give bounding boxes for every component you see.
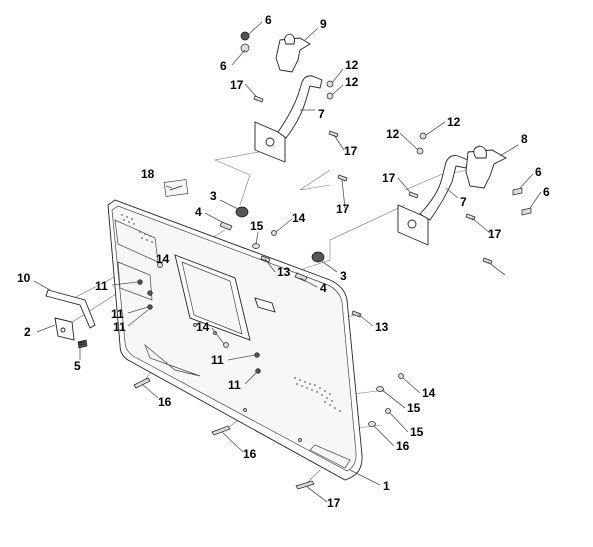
hardware-items [133, 80, 532, 490]
callout-label: 17 [327, 496, 341, 510]
callout-label: 17 [488, 227, 502, 241]
callout-label: 6 [535, 165, 542, 179]
callout-label: 18 [141, 167, 155, 181]
callout-label: 1 [383, 479, 390, 493]
callout-label: 12 [345, 58, 359, 72]
callout-label: 15 [250, 219, 264, 233]
callout-label: 7 [318, 107, 325, 121]
callout-label: 11 [228, 378, 241, 392]
callout-label: 3 [210, 189, 217, 203]
seat-panel-part-1 [107, 199, 363, 481]
callout-label: 13 [375, 320, 389, 334]
callout-label: 14 [156, 252, 170, 266]
callout-label: 13 [277, 265, 291, 279]
callout-label: 16 [243, 447, 257, 461]
callout-label: 11 [111, 307, 124, 321]
callout-label: 9 [320, 17, 327, 31]
callout-label: 16 [396, 439, 410, 453]
callout-label: 7 [460, 195, 467, 209]
callout-label: 3 [340, 269, 347, 283]
callout-label: 17 [336, 202, 350, 216]
panel-perforations [121, 214, 341, 412]
callout-label: 14 [422, 386, 436, 400]
callout-label: 12 [447, 115, 461, 129]
hinge-bracket-right-part-7 [397, 155, 469, 246]
spring-part-5 [77, 339, 88, 349]
hinge-bracket-left-part-7 [254, 75, 323, 163]
callout-label: 2 [24, 325, 31, 339]
callout-label: 4 [320, 281, 327, 295]
callout-label: 17 [344, 144, 358, 158]
latch-bracket-part-2 [54, 317, 75, 341]
callout-label: 10 [17, 271, 31, 285]
callout-labels: 1 2 3 3 4 4 5 6 6 6 6 7 7 8 9 10 11 11 1… [17, 13, 550, 510]
callout-label: 14 [292, 211, 306, 225]
callout-label: 17 [230, 78, 244, 92]
hook-latch-part-8 [465, 145, 507, 189]
callout-label: 6 [543, 185, 550, 199]
callout-label: 12 [345, 75, 359, 89]
callout-label: 16 [158, 395, 172, 409]
hook-latch-part-9 [240, 31, 311, 73]
callout-label: 6 [265, 13, 272, 27]
callout-label: 11 [95, 279, 108, 293]
callout-label: 11 [113, 320, 126, 334]
callout-label: 6 [220, 59, 227, 73]
latch-rod-part-10 [45, 289, 96, 329]
callout-label: 11 [211, 353, 224, 367]
callout-label: 15 [410, 425, 424, 439]
callout-label: 17 [382, 171, 396, 185]
decal-part-18 [163, 179, 189, 197]
callout-label: 8 [521, 132, 528, 146]
callout-label: 5 [74, 359, 81, 373]
callout-leaders [33, 21, 542, 503]
callout-label: 12 [386, 127, 400, 141]
callout-label: 4 [195, 205, 202, 219]
callout-label: 15 [407, 401, 421, 415]
callout-label: 14 [196, 320, 210, 334]
